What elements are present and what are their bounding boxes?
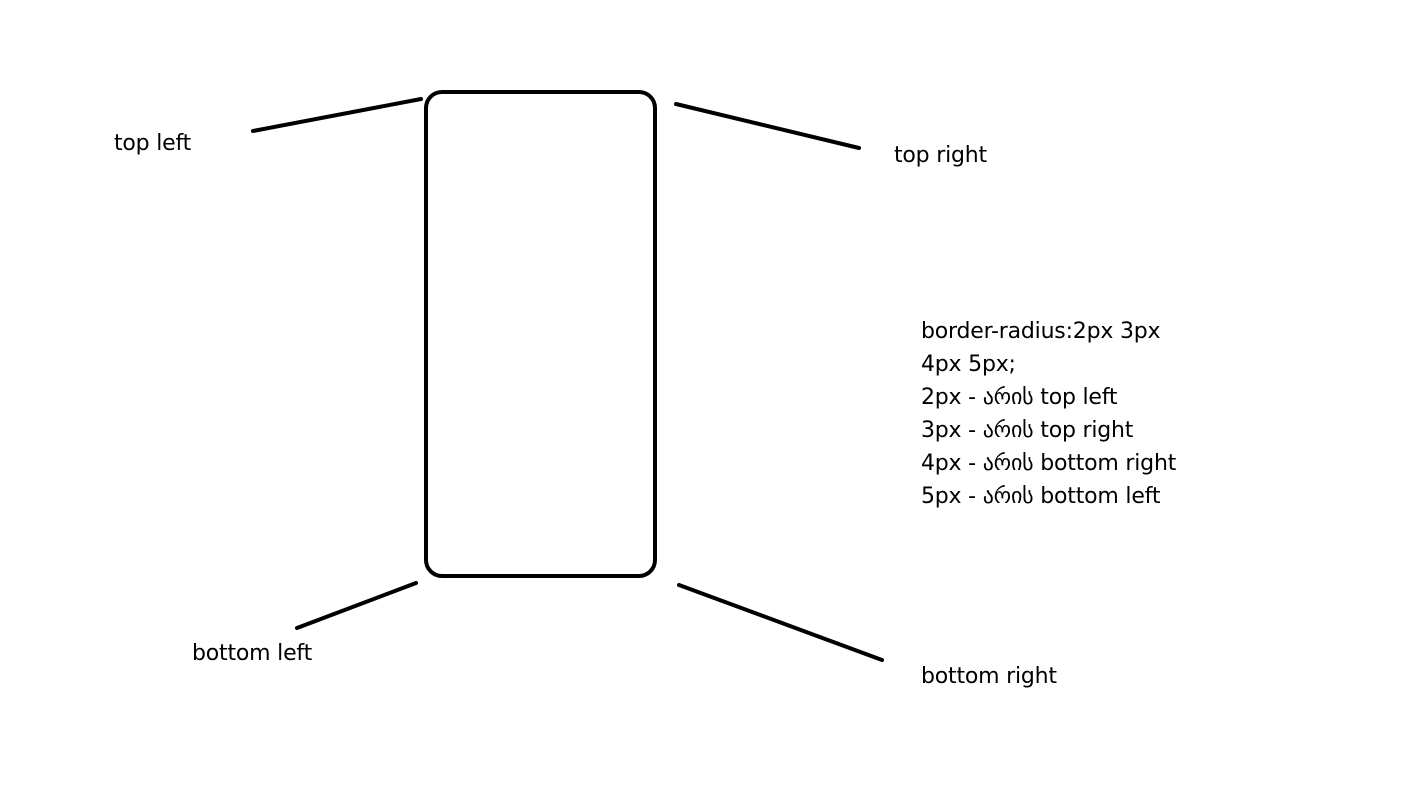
rounded-rectangle <box>424 90 657 578</box>
note-line-3: 2px - არის top left <box>921 385 1118 410</box>
note-line-2: 4px 5px; <box>921 352 1016 377</box>
note-line-6: 5px - არის bottom left <box>921 484 1161 509</box>
pointer-line-bottom-right <box>677 583 884 662</box>
note-line-1: border-radius:2px 3px <box>921 319 1161 344</box>
pointer-line-bottom-left <box>295 581 418 630</box>
border-radius-notes: border-radius:2px 3px 4px 5px; 2px - არი… <box>921 315 1176 513</box>
note-line-4: 3px - არის top right <box>921 418 1134 443</box>
label-top-right: top right <box>894 143 987 168</box>
label-top-left: top left <box>114 131 192 156</box>
label-bottom-right: bottom right <box>921 664 1057 689</box>
pointer-line-top-right <box>674 102 861 150</box>
label-bottom-left: bottom left <box>192 641 312 666</box>
pointer-line-top-left <box>251 97 423 133</box>
note-line-5: 4px - არის bottom right <box>921 451 1177 476</box>
